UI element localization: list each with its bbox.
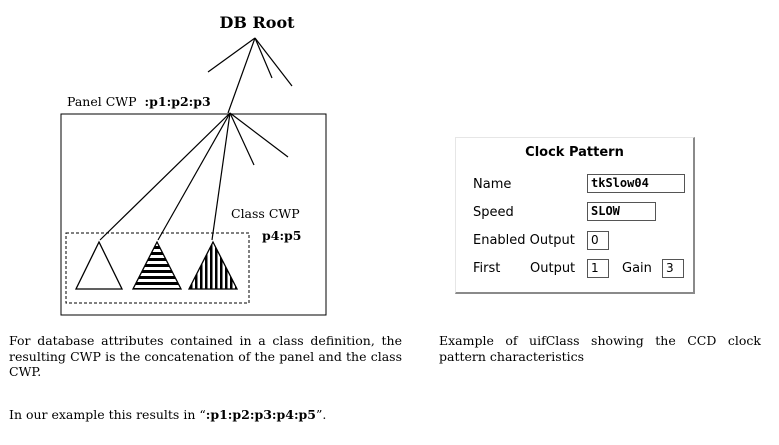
panel-cwp-label: Panel CWP :p1:p2:p3 bbox=[67, 94, 211, 109]
panel-box bbox=[60, 113, 327, 316]
db-root-label: DB Root bbox=[220, 13, 296, 32]
gain-field[interactable]: 3 bbox=[662, 259, 684, 278]
output-field[interactable]: 1 bbox=[587, 259, 609, 278]
panel-cwp-label-prefix: Panel CWP bbox=[67, 94, 137, 109]
first-label: First bbox=[473, 261, 501, 276]
panel-branches bbox=[99, 112, 289, 241]
caption-example-suffix: ”. bbox=[316, 407, 327, 422]
class-box bbox=[65, 232, 250, 304]
name-label: Name bbox=[473, 177, 512, 192]
speed-field[interactable]: SLOW bbox=[587, 202, 656, 221]
panel-cwp-path: :p1:p2:p3 bbox=[145, 94, 211, 109]
name-field[interactable]: tkSlow04 bbox=[587, 174, 685, 193]
output-label: Output bbox=[530, 261, 576, 276]
class-triangle-horizontal-stripes bbox=[131, 240, 183, 290]
caption-cwp-concatenation: For database attributes contained in a c… bbox=[9, 333, 402, 379]
enabled-output-field[interactable]: 0 bbox=[587, 231, 609, 250]
caption-clock-pattern: Example of uifClass showing the CCD cloc… bbox=[439, 333, 761, 364]
clock-pattern-panel: Clock Pattern Name tkSlow04 Speed SLOW E… bbox=[455, 137, 695, 294]
caption-example-prefix: In our example this results in “ bbox=[9, 407, 206, 422]
class-triangle-empty bbox=[74, 240, 124, 290]
root-branches bbox=[207, 37, 293, 114]
enabled-output-label: Enabled Output bbox=[473, 233, 575, 248]
class-cwp-path: p4:p5 bbox=[262, 228, 302, 243]
caption-example-path: :p1:p2:p3:p4:p5 bbox=[205, 407, 316, 422]
gain-label: Gain bbox=[622, 261, 652, 276]
caption-example-result: In our example this results in “:p1:p2:p… bbox=[9, 407, 402, 423]
class-triangle-vertical-stripes bbox=[187, 240, 239, 290]
speed-label: Speed bbox=[473, 205, 514, 220]
class-cwp-label: Class CWP bbox=[231, 206, 300, 221]
clock-pattern-title: Clock Pattern bbox=[525, 145, 624, 160]
